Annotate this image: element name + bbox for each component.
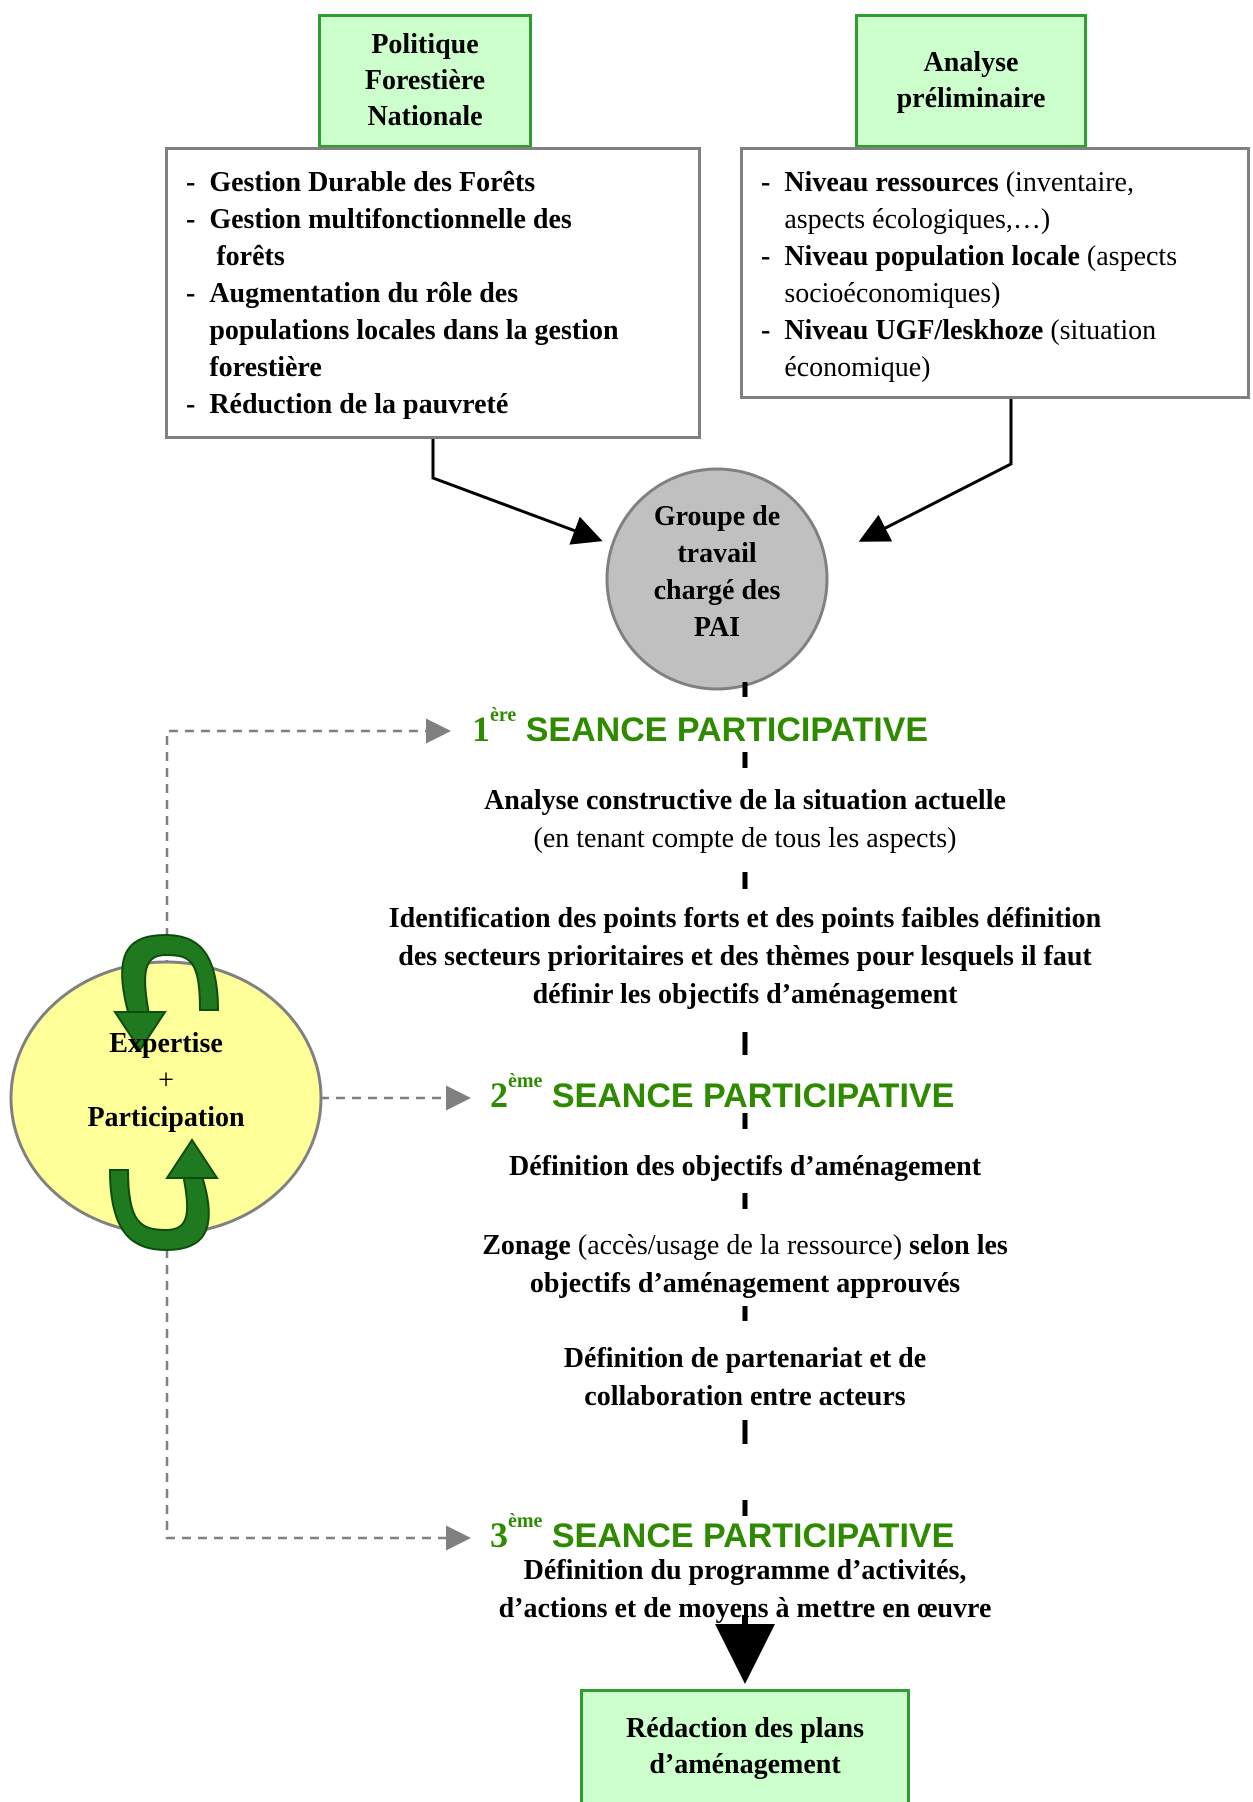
step-definition-objectifs: Définition des objectifs d’aménagement bbox=[300, 1148, 1190, 1186]
group-line: chargé des bbox=[653, 575, 781, 606]
list-item: - Gestion Durable des Forêts bbox=[186, 164, 688, 201]
seance-label: SEANCE PARTICIPATIVE bbox=[551, 1077, 955, 1115]
final-line: d’aménagement bbox=[649, 1749, 841, 1780]
bullet-dash: - bbox=[761, 241, 785, 272]
step-line: objectifs d’aménagement approuvés bbox=[529, 1268, 961, 1299]
bullet-dash: - bbox=[186, 278, 210, 309]
box-title-line: Politique bbox=[371, 29, 479, 60]
step-zonage: Zonage (accès/usage de la ressource) sel… bbox=[300, 1227, 1190, 1303]
step-identification: Identification des points forts et des p… bbox=[250, 900, 1240, 1014]
seance-ordinal: ème bbox=[508, 1070, 543, 1092]
step-title: Analyse constructive de la situation act… bbox=[484, 785, 1006, 816]
list-item: - Niveau ressources (inventaire, aspects… bbox=[761, 164, 1239, 238]
level-name: Niveau ressources bbox=[784, 167, 999, 198]
final-line: Rédaction des plans bbox=[625, 1713, 865, 1744]
connector-right-to-group bbox=[858, 397, 1013, 542]
connector-left-to-group bbox=[431, 427, 603, 545]
expertise-participation-label: Expertise + Participation bbox=[40, 1025, 292, 1136]
level-detail: (situation bbox=[1043, 315, 1157, 346]
level-detail: (inventaire, bbox=[998, 167, 1134, 198]
bullet-dash: - bbox=[761, 315, 785, 346]
seance-2-heading: 2ème SEANCE PARTICIPATIVE bbox=[490, 1070, 955, 1116]
seance-number: 3 bbox=[490, 1515, 508, 1555]
list-item: - Réduction de la pauvreté bbox=[186, 386, 688, 423]
group-line: PAI bbox=[693, 612, 741, 643]
level-detail: (aspects bbox=[1079, 241, 1178, 272]
politique-forestiere-box: Politique Forestière Nationale bbox=[318, 14, 532, 148]
analysis-levels-box: - Niveau ressources (inventaire, aspects… bbox=[740, 147, 1250, 399]
objectives-list-box: - Gestion Durable des Forêts - Gestion m… bbox=[165, 147, 701, 439]
level-detail: socioéconomiques) bbox=[784, 278, 1001, 309]
level-detail: économique) bbox=[784, 352, 931, 383]
step-line: Définition des objectifs d’aménagement bbox=[508, 1151, 982, 1182]
level-name: Niveau population locale bbox=[784, 241, 1080, 272]
ellipse-line: Expertise bbox=[109, 1028, 223, 1059]
cycle-arrow-top-head-icon bbox=[113, 1011, 167, 1052]
step-partenariat: Définition de partenariat et de collabor… bbox=[300, 1340, 1190, 1416]
step-line: Définition du programme d’activités, bbox=[523, 1555, 967, 1586]
box-title-line: Forestière bbox=[364, 65, 486, 96]
ellipse-line: Participation bbox=[87, 1102, 245, 1133]
list-item: - Augmentation du rôle des populations l… bbox=[186, 275, 688, 386]
seance-ordinal: ère bbox=[490, 704, 517, 726]
step-note: (accès/usage de la ressource) bbox=[570, 1230, 910, 1261]
bullet-dash: - bbox=[761, 167, 785, 198]
step-line: collaboration entre acteurs bbox=[584, 1381, 906, 1412]
step-line: Définition de partenariat et de bbox=[563, 1343, 927, 1374]
bullet-dash: - bbox=[186, 167, 210, 198]
seance-number: 2 bbox=[490, 1075, 508, 1115]
working-group-label: Groupe de travail chargé des PAI bbox=[620, 498, 814, 646]
step-line: d’actions et de moyens à mettre en œuvre bbox=[498, 1593, 992, 1624]
working-group-circle bbox=[605, 467, 829, 691]
level-detail: aspects écologiques,…) bbox=[784, 204, 1051, 235]
step-line: des secteurs prioritaires et des thèmes … bbox=[398, 941, 1092, 972]
box-title-line: préliminaire bbox=[896, 83, 1046, 114]
box-title-line: Analyse bbox=[923, 47, 1019, 78]
list-item: - Niveau population locale (aspects soci… bbox=[761, 238, 1239, 312]
step-note: (en tenant compte de tous les aspects) bbox=[533, 823, 957, 854]
group-line: travail bbox=[677, 538, 757, 569]
item-line: Réduction de la pauvreté bbox=[209, 389, 509, 420]
list-item: - Gestion multifonctionnelle des forêts bbox=[186, 201, 688, 275]
item-line: populations locales dans la gestion bbox=[209, 315, 619, 346]
seance-label: SEANCE PARTICIPATIVE bbox=[551, 1517, 955, 1555]
step-term: Zonage bbox=[482, 1230, 571, 1261]
step-term: selon les bbox=[909, 1230, 1008, 1261]
redaction-plans-box: Rédaction des plans d’aménagement bbox=[580, 1689, 910, 1802]
cycle-arrow-top-icon bbox=[121, 933, 220, 1020]
item-line: Augmentation du rôle des bbox=[209, 278, 519, 309]
analyse-preliminaire-box: Analyse préliminaire bbox=[855, 14, 1087, 148]
seance-1-heading: 1ère SEANCE PARTICIPATIVE bbox=[472, 704, 929, 750]
list-item: - Niveau UGF/leskhoze (situation économi… bbox=[761, 312, 1239, 386]
step-analyse-constructive: Analyse constructive de la situation act… bbox=[300, 782, 1190, 858]
seance-3-heading: 3ème SEANCE PARTICIPATIVE bbox=[490, 1510, 955, 1556]
cycle-arrow-bottom-icon bbox=[108, 1169, 210, 1252]
level-name: Niveau UGF/leskhoze bbox=[784, 315, 1044, 346]
dashed-link-seance3 bbox=[165, 1233, 471, 1551]
item-line: Gestion Durable des Forêts bbox=[209, 167, 536, 198]
item-line: forêts bbox=[209, 241, 285, 272]
seance-label: SEANCE PARTICIPATIVE bbox=[525, 711, 929, 749]
group-line: Groupe de bbox=[653, 501, 781, 532]
ellipse-line: + bbox=[158, 1065, 174, 1096]
step-line: Identification des points forts et des p… bbox=[388, 903, 1102, 934]
bullet-dash: - bbox=[186, 389, 210, 420]
box-title-line: Nationale bbox=[367, 101, 483, 132]
bullet-dash: - bbox=[186, 204, 210, 235]
cycle-arrow-bottom-head-icon bbox=[165, 1138, 219, 1179]
step-definition-programme-activites: Définition du programme d’activités, d’a… bbox=[300, 1552, 1190, 1628]
seance-ordinal: ème bbox=[508, 1510, 543, 1532]
item-line: forestière bbox=[209, 352, 322, 383]
dashed-link-seance1 bbox=[165, 718, 451, 1033]
step-line: définir les objectifs d’aménagement bbox=[532, 979, 958, 1010]
item-line: Gestion multifonctionnelle des bbox=[209, 204, 572, 235]
seance-number: 1 bbox=[472, 709, 490, 749]
